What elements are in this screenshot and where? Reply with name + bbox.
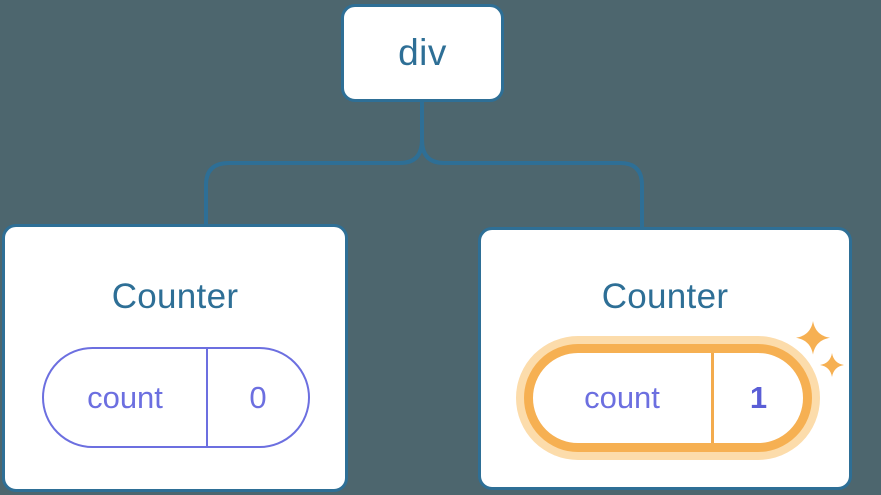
root-node-label: div bbox=[398, 32, 447, 73]
counter-card-left: Counter count 0 bbox=[2, 224, 348, 492]
component-title: Counter bbox=[111, 277, 239, 316]
sparkle-icon bbox=[796, 321, 844, 377]
state-value: 1 bbox=[749, 380, 768, 415]
component-title: Counter bbox=[601, 277, 729, 316]
state-pill-highlighted: count 1 bbox=[524, 344, 812, 452]
state-key-label: count bbox=[44, 349, 208, 446]
root-node-div: div bbox=[341, 4, 504, 102]
state-key-label: count bbox=[533, 353, 714, 443]
state-pill: count 0 bbox=[42, 347, 310, 448]
state-value: 0 bbox=[249, 379, 267, 415]
counter-card-right: Counter count 1 bbox=[478, 227, 852, 490]
